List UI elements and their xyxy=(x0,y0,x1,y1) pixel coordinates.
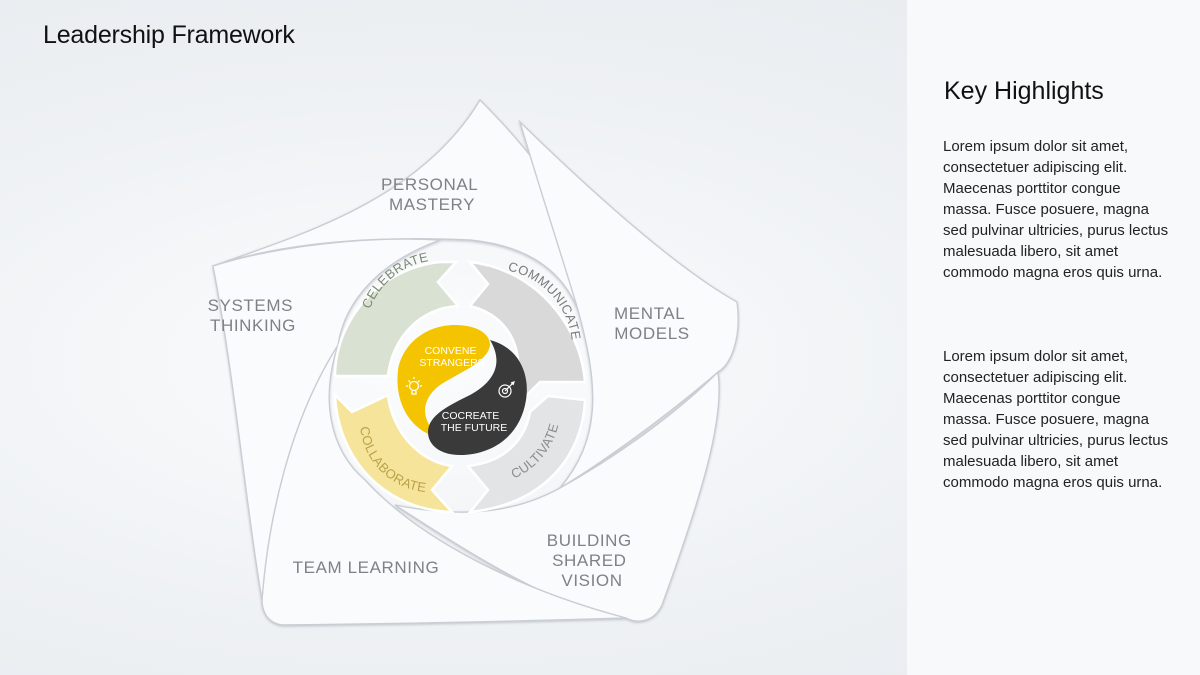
center-label-convene: CONVENE STRANGERS xyxy=(419,345,484,369)
label-mental-models: MENTAL MODELS xyxy=(614,304,690,343)
ring-segment-cultivate xyxy=(465,394,587,514)
lightbulb-icon xyxy=(406,377,422,395)
ring-segment-celebrate xyxy=(333,260,461,378)
outer-segment-systems-thinking xyxy=(212,238,441,601)
outer-pentagon xyxy=(212,98,739,626)
ring-segment-collaborate xyxy=(333,391,455,514)
highlight-paragraph-1: Lorem ipsum dolor sit amet, consectetuer… xyxy=(943,138,1169,281)
inner-ring xyxy=(333,260,587,514)
target-icon xyxy=(498,381,515,398)
highlight-paragraph-2: Lorem ipsum dolor sit amet, consectetuer… xyxy=(943,348,1169,491)
leadership-framework-diagram: CELEBRATE COMMUNICATE CULTIVATE COLLABOR… xyxy=(208,98,739,626)
slide-title: Leadership Framework xyxy=(43,21,295,49)
outer-segment-building-shared-vision xyxy=(394,370,720,622)
center-yellow-half xyxy=(397,325,490,438)
label-building-shared-vision: BUILDING SHARED VISION xyxy=(547,531,637,590)
center-label-cocreate: COCREATE THE FUTURE xyxy=(441,410,508,434)
label-team-learning: TEAM LEARNING xyxy=(293,558,440,577)
label-systems-thinking: SYSTEMS THINKING xyxy=(208,296,299,335)
outer-segment-mental-models xyxy=(518,119,739,489)
side-panel xyxy=(907,0,1200,675)
center-dark-half xyxy=(428,340,527,455)
center-yin-yang: CONVENE STRANGERS COCREATE THE FUTURE xyxy=(397,325,527,455)
panel-heading: Key Highlights xyxy=(944,77,1104,105)
label-personal-mastery: PERSONAL MASTERY xyxy=(381,175,483,214)
ring-segment-communicate xyxy=(467,260,587,403)
